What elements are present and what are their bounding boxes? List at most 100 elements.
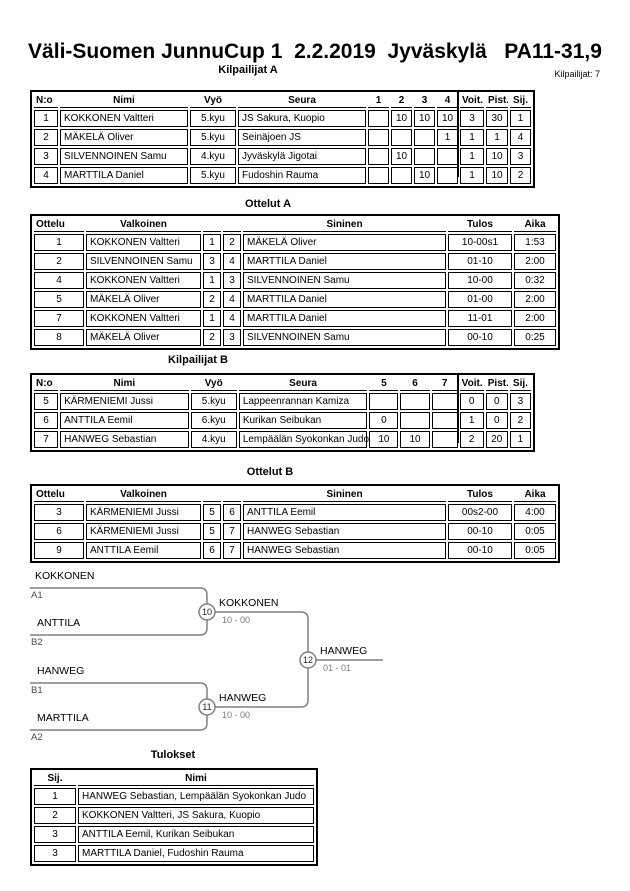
cell — [368, 110, 389, 127]
cell — [437, 148, 458, 165]
cell: KOKKONEN Valtteri, JS Sakura, Kuopio — [78, 807, 314, 824]
cell: 4 — [34, 167, 58, 184]
column-header: N:o — [34, 377, 59, 391]
cell: 3 — [34, 826, 76, 843]
cell: 5 — [203, 504, 221, 521]
column-header: Pist. — [486, 95, 508, 108]
column-header: Ottelu — [34, 218, 84, 232]
column-header: Seura — [238, 94, 366, 108]
cell: 1 — [34, 234, 84, 251]
cell — [391, 167, 412, 184]
cell: 2:00 — [514, 310, 556, 327]
match-winner-name: HANWEG — [320, 645, 368, 657]
cell: MÄKELÄ Oliver — [86, 291, 201, 308]
cell: 4.kyu — [190, 148, 236, 165]
column-header — [203, 218, 221, 232]
cell: Seinäjoen JS — [238, 129, 366, 146]
cell: 3 — [510, 148, 531, 165]
bracket-seed-tag: B2 — [31, 637, 43, 648]
cell: 5.kyu — [190, 393, 237, 410]
cell: 7 — [34, 431, 59, 448]
column-header: Aika — [514, 218, 556, 232]
bracket-line-seed-b2 — [30, 620, 208, 636]
cell: 01-00 — [448, 291, 512, 308]
column-header: Pist. — [485, 378, 508, 391]
cell: 1 — [34, 110, 58, 127]
match-score: 01 - 01 — [323, 663, 352, 673]
column-header: Nimi — [60, 377, 189, 391]
cell: JS Sakura, Kuopio — [238, 110, 366, 127]
cell: 2 — [34, 129, 58, 146]
cell: 5.kyu — [190, 129, 236, 146]
bracket-line-sf2-to-final — [215, 668, 309, 708]
cell: 1 — [510, 110, 531, 127]
cell: MARTTILA Daniel, Fudoshin Rauma — [78, 845, 314, 862]
matches-b-heading: Ottelut B — [246, 466, 294, 478]
cell: 6.kyu — [190, 412, 237, 429]
cell — [368, 129, 389, 146]
cell: HANWEG Sebastian — [60, 431, 189, 448]
cell: Kurikan Seibukan — [238, 412, 368, 429]
cell — [431, 431, 458, 448]
cell: SILVENNOINEN Samu — [243, 329, 446, 346]
bracket-seed-name: HANWEG — [37, 665, 85, 677]
pool-a-heading: Kilpailijat A — [218, 64, 278, 76]
cell: 0:05 — [514, 542, 556, 559]
bracket-line-sf1-to-final — [215, 611, 309, 652]
cell: KOKKONEN Valtteri — [86, 310, 201, 327]
column-header: 1 — [368, 94, 389, 108]
cell: 2 — [510, 167, 531, 184]
cell: 3 — [34, 845, 76, 862]
cell: 0 — [459, 393, 484, 410]
cell: 1 — [459, 412, 484, 429]
cell: KOKKONEN Valtteri — [60, 110, 188, 127]
cell: 2 — [34, 807, 76, 824]
cell: 3 — [203, 253, 221, 270]
cell: HANWEG Sebastian, Lempäälän Syokonkan Ju… — [78, 788, 314, 805]
cell: MÄKELÄ Oliver — [86, 329, 201, 346]
column-header — [203, 488, 221, 502]
cell: MARTTILA Daniel — [243, 310, 446, 327]
column-header — [223, 218, 241, 232]
cell: 30 — [486, 110, 508, 127]
cell: 7 — [223, 523, 241, 540]
cell: ANTTILA Eemil — [60, 412, 189, 429]
cell — [391, 129, 412, 146]
cell: 3 — [223, 272, 241, 289]
cell — [369, 393, 399, 410]
column-header: Valkoinen — [86, 488, 201, 502]
column-header: Seura — [238, 377, 368, 391]
header-row: Sij.Nimi — [34, 772, 314, 786]
cell: 5.kyu — [190, 167, 236, 184]
cell: 3 — [223, 329, 241, 346]
column-header: 4 — [437, 94, 458, 108]
cell: 20 — [485, 431, 508, 448]
cell: 0:32 — [514, 272, 556, 289]
column-header: Tulos — [448, 488, 512, 502]
cell: 3 — [34, 148, 58, 165]
cell: HANWEG Sebastian — [243, 542, 446, 559]
cell — [414, 129, 435, 146]
bracket-line-seed-a2 — [30, 715, 208, 731]
match-number: 10 — [201, 607, 212, 617]
cell: 4 — [223, 291, 241, 308]
cell: 4 — [34, 272, 84, 289]
cell: 5 — [34, 291, 84, 308]
cell — [437, 167, 458, 184]
cell: KOKKONEN Valtteri — [86, 272, 201, 289]
match-number: 12 — [302, 655, 313, 665]
cell: 6 — [34, 523, 84, 540]
bracket-seed-tag: A2 — [31, 732, 43, 743]
column-header: 6 — [400, 377, 430, 391]
cell: 6 — [223, 504, 241, 521]
